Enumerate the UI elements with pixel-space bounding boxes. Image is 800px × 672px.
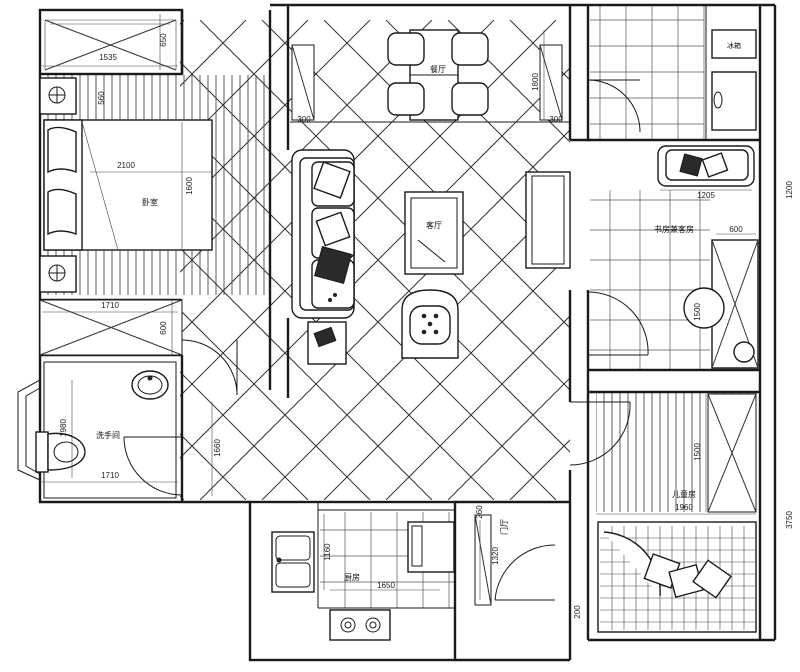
label-dining: 餐厅 — [430, 65, 446, 74]
dim-1500-study: 1500 — [693, 303, 702, 321]
dim-200: 200 — [573, 605, 582, 619]
label-kitchen: 厨房 — [344, 572, 360, 582]
washbasin — [131, 370, 169, 400]
stove — [329, 609, 391, 641]
dimension-labels: 1535 650 560 2100 1600 1710 600 1980 171… — [59, 33, 794, 619]
study-desk — [683, 239, 759, 369]
dim-1960: 1960 — [675, 503, 693, 512]
dim-1500-kids: 1500 — [693, 443, 702, 461]
label-study-guest: 书房兼客房 — [654, 224, 694, 234]
sink — [271, 531, 315, 593]
corridor-door — [569, 401, 631, 466]
dim-650: 650 — [159, 33, 168, 47]
label-kids-room: 儿童房 — [672, 489, 696, 499]
label-entry: 门厅 — [499, 519, 509, 535]
nightstand-top — [39, 77, 77, 115]
sofa — [291, 149, 355, 319]
dim-1320: 1320 — [491, 547, 500, 565]
study-grid-floor — [590, 5, 710, 370]
tv-cabinet — [525, 171, 571, 269]
bed — [43, 119, 213, 251]
dim-1660: 1660 — [213, 439, 222, 457]
kitchen — [271, 502, 455, 641]
study-sofa — [657, 145, 755, 187]
dim-1710-bottom: 1710 — [101, 471, 119, 480]
dim-1800: 1800 — [531, 73, 540, 91]
dim-1200: 1200 — [785, 181, 794, 199]
kids-bed — [597, 521, 757, 633]
dim-300-right: 300 — [549, 115, 563, 124]
armchair — [401, 289, 459, 359]
nightstand-bottom — [39, 255, 77, 293]
dim-560: 560 — [97, 91, 106, 105]
dim-1600: 1600 — [185, 177, 194, 195]
dim-1650: 1650 — [377, 581, 395, 590]
dim-600-study: 600 — [729, 225, 743, 234]
label-fridge: 冰箱 — [727, 41, 741, 50]
dim-2100: 2100 — [117, 161, 135, 170]
dim-1535: 1535 — [99, 53, 117, 62]
fridge-cabinet — [407, 521, 455, 573]
dimension-lines — [42, 14, 756, 600]
room-labels: 卧室 餐厅 客厅 洗手间 厨房 门厅 书房兼客房 儿童房 冰箱 — [96, 41, 741, 582]
dining-cabinets — [290, 44, 570, 123]
coffee-table — [404, 191, 464, 275]
wardrobe — [39, 299, 183, 356]
side-table — [307, 321, 347, 365]
dim-600: 600 — [159, 321, 168, 335]
dining-chairs — [387, 32, 489, 116]
entry — [474, 514, 556, 606]
label-master-bedroom: 卧室 — [142, 197, 158, 207]
kids-wardrobe — [707, 393, 757, 513]
bedroom-door — [181, 339, 238, 398]
dim-1710-top: 1710 — [101, 301, 119, 310]
dim-3750: 3750 — [785, 511, 794, 529]
balcony — [44, 19, 177, 71]
bathroom — [35, 361, 183, 499]
dim-1980: 1980 — [59, 419, 68, 437]
dim-1160: 1160 — [323, 543, 332, 561]
cushions — [313, 161, 352, 284]
label-bathroom: 洗手间 — [96, 430, 120, 440]
label-living: 客厅 — [426, 220, 442, 230]
dining-table — [387, 29, 489, 121]
toilet — [35, 431, 86, 473]
study-door — [587, 290, 649, 356]
dim-260: 260 — [475, 505, 484, 519]
study-bath — [587, 5, 757, 140]
dim-1205: 1205 — [697, 191, 715, 200]
dim-300-left: 300 — [297, 115, 311, 124]
